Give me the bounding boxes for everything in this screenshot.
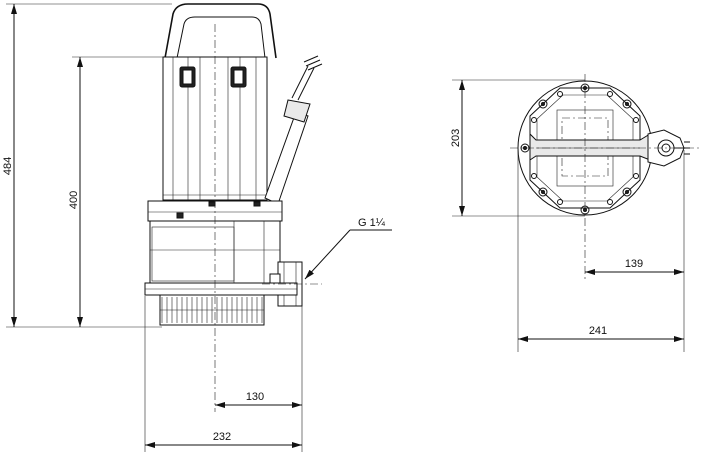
dim-top-height: 203: [450, 129, 462, 147]
thread-callout: G 1¼: [358, 217, 386, 229]
strainer-ribs: [160, 297, 264, 323]
flange-bolts: [520, 83, 639, 215]
dim-side-width: 232: [213, 431, 231, 443]
cable-arm: [264, 111, 309, 205]
dim-top-width: 241: [589, 325, 607, 337]
pump-handle: [164, 3, 277, 59]
side-view: [144, 3, 323, 412]
side-dimensions: 484 400 130 232 G 1¼: [2, 3, 392, 452]
dim-outlet-reach: 139: [625, 258, 643, 270]
top-dimensions: 203 139 241: [450, 79, 685, 352]
dim-total-height: 484: [2, 157, 14, 175]
dim-body-height: 400: [68, 191, 80, 209]
top-view: [510, 74, 700, 282]
dim-outlet-offset: 130: [246, 391, 264, 403]
top-handle-bar: [529, 132, 651, 161]
